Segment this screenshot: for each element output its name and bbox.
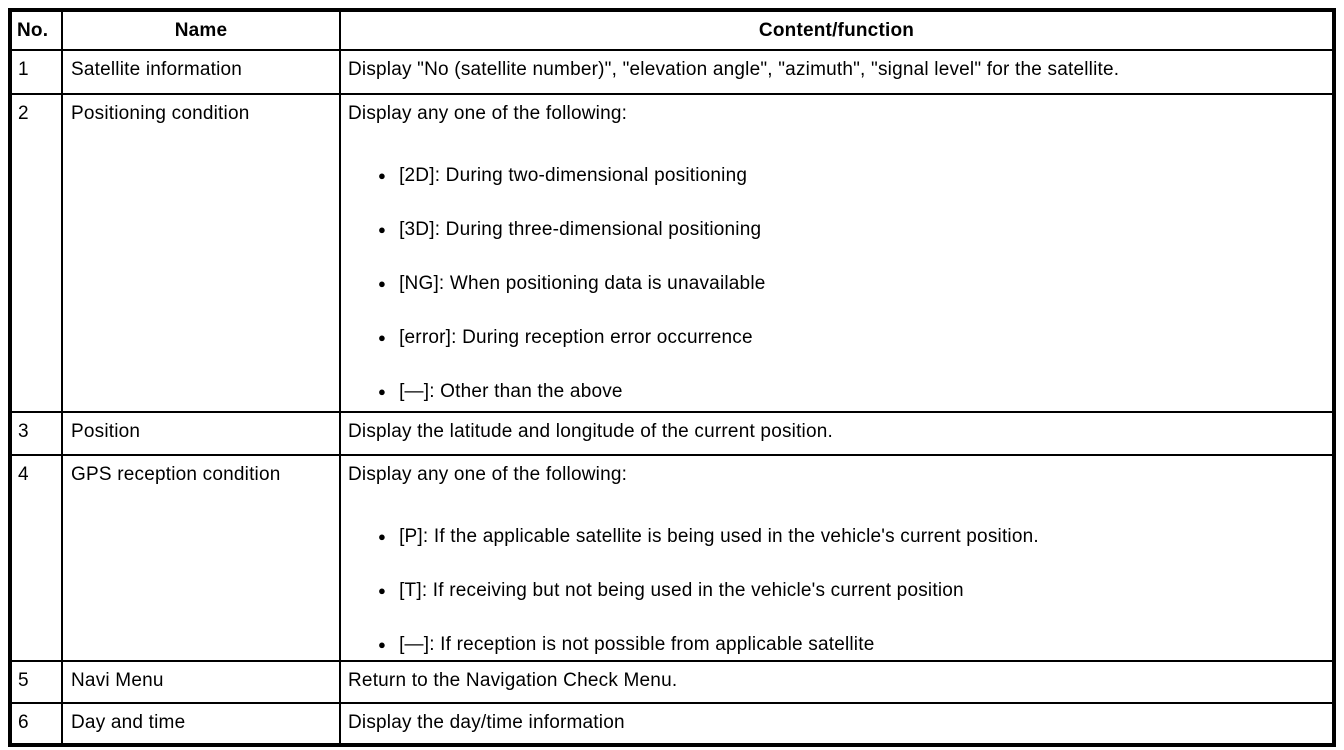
row-number: 4 [9, 454, 63, 662]
row-name: Positioning condition [61, 93, 341, 413]
bullet-icon: ● [378, 529, 387, 544]
bullet-text: [—]: Other than the above [399, 381, 623, 402]
header-no: No. [9, 9, 63, 51]
bullet-text: [P]: If the applicable satellite is bein… [399, 526, 1039, 547]
row-number: 6 [9, 702, 63, 746]
row-content: Display any one of the following: ● [P]: I… [339, 454, 1335, 662]
bullet-icon: ● [378, 384, 387, 399]
bullet-text: [3D]: During three-dimensional positioni… [399, 219, 762, 240]
bullet-text: [error]: During reception error occurren… [399, 327, 753, 348]
row-name: Navi Menu [61, 660, 341, 704]
header-name: Name [61, 9, 341, 51]
row-name: Day and time [61, 702, 341, 746]
row-number: 5 [9, 660, 63, 704]
content-intro: Return to the Navigation Check Menu. [348, 670, 678, 691]
bullet-list: ● [P]: If the applicable satellite is bei… [348, 526, 1326, 656]
row-content: Display any one of the following: ● [2D]: … [339, 93, 1335, 413]
bullet-item: ● [T]: If receiving but not being used in… [378, 580, 1326, 602]
bullet-icon: ● [378, 222, 387, 237]
content-intro: Display any one of the following: [348, 464, 628, 485]
bullet-icon: ● [378, 583, 387, 598]
header-content-function: Content/function [339, 9, 1335, 51]
bullet-text: [—]: If reception is not possible from a… [399, 634, 875, 655]
bullet-list: ● [2D]: During two-dimensional positionin… [348, 165, 1326, 403]
header-row: No. Name Content/function [9, 9, 1335, 51]
row-name: GPS reception condition [61, 454, 341, 662]
bullet-item: ● [P]: If the applicable satellite is bei… [378, 526, 1326, 548]
bullet-item: ● [—]: Other than the above [378, 381, 1326, 403]
row-name: Position [61, 411, 341, 456]
bullet-icon: ● [378, 637, 387, 652]
bullet-item: ● [NG]: When positioning data is unavaila… [378, 273, 1326, 295]
content-intro: Display "No (satellite number)", "elevat… [348, 59, 1120, 80]
row-number: 3 [9, 411, 63, 456]
row-content: Display the latitude and longitude of th… [339, 411, 1335, 456]
content-intro: Display any one of the following: [348, 103, 628, 124]
bullet-item: ● [—]: If reception is not possible from … [378, 634, 1326, 656]
row-content: Display "No (satellite number)", "elevat… [339, 49, 1335, 95]
row-name: Satellite information [61, 49, 341, 95]
bullet-item: ● [3D]: During three-dimensional position… [378, 219, 1326, 241]
bullet-text: [T]: If receiving but not being used in … [399, 580, 964, 601]
bullet-icon: ● [378, 276, 387, 291]
content-intro: Display the latitude and longitude of th… [348, 421, 833, 442]
bullet-item: ● [2D]: During two-dimensional positionin… [378, 165, 1326, 187]
bullet-icon: ● [378, 330, 387, 345]
row-number: 2 [9, 93, 63, 413]
content-intro: Display the day/time information [348, 712, 625, 733]
bullet-icon: ● [378, 168, 387, 183]
row-content: Return to the Navigation Check Menu. [339, 660, 1335, 704]
row-number: 1 [9, 49, 63, 95]
row-content: Display the day/time information [339, 702, 1335, 746]
table-header: No. Name Content/function [9, 9, 1335, 51]
bullet-text: [2D]: During two-dimensional positioning [399, 165, 748, 186]
bullet-text: [NG]: When positioning data is unavailab… [399, 273, 766, 294]
bullet-item: ● [error]: During reception error occurre… [378, 327, 1326, 349]
